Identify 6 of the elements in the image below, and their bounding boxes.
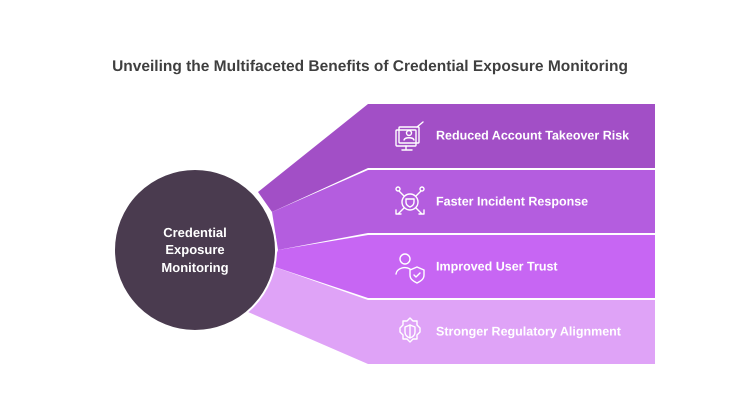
benefit-label: Faster Incident Response	[436, 192, 590, 210]
diagram-title: Unveiling the Multifaceted Benefits of Credential Exposure Monitoring	[111, 58, 629, 76]
benefit-label: Reduced Account Takeover Risk	[436, 127, 630, 144]
benefit-label: Improved User Trust	[436, 258, 559, 276]
hub-label: Credential Exposure Monitoring	[160, 224, 230, 276]
benefit-label: Stronger Regulatory Alignment	[436, 323, 622, 340]
